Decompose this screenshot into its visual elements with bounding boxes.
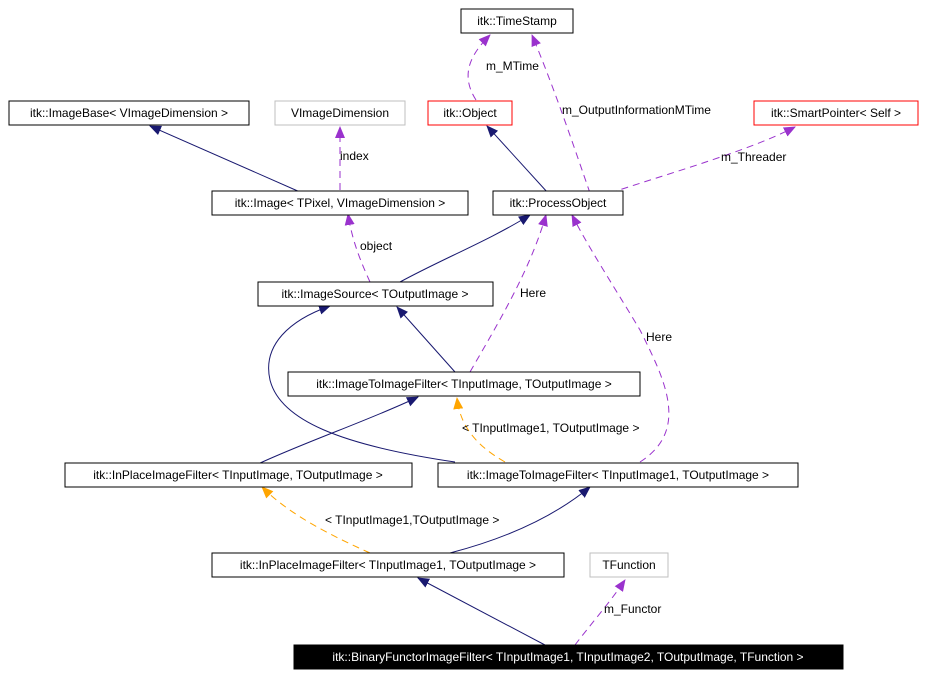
node-inplace1[interactable]: itk::InPlaceImageFilter< TInputImage1, T…: [211, 552, 565, 578]
node-label: itk::Object: [443, 106, 497, 120]
node-label: itk::TimeStamp: [477, 14, 557, 28]
edge-label-m-functor: m_Functor: [604, 602, 661, 616]
node-smartpointer[interactable]: itk::SmartPointer< Self >: [753, 100, 919, 126]
node-label: itk::ImageSource< TOutputImage >: [282, 287, 469, 301]
edge-label-template-inplace: < TInputImage1,TOutputImage >: [325, 513, 499, 527]
node-image[interactable]: itk::Image< TPixel, VImageDimension >: [211, 190, 469, 216]
node-imagetoimage1[interactable]: itk::ImageToImageFilter< TInputImage1, T…: [437, 462, 799, 488]
edge-label-here-2: Here: [646, 330, 672, 344]
edge-label-index: index: [340, 149, 369, 163]
node-vimagedimension: VImageDimension: [274, 100, 406, 126]
edge-label-m-threader: m_Threader: [721, 150, 786, 164]
edge-inplace1-inplace: [261, 486, 371, 554]
node-label: itk::BinaryFunctorImageFilter< TInputIma…: [332, 650, 803, 664]
node-object[interactable]: itk::Object: [427, 100, 513, 126]
edge-imagesource-processobject: [399, 214, 531, 283]
nodes: itk::TimeStamp itk::ImageBase< VImageDim…: [8, 8, 919, 670]
node-imagetoimage[interactable]: itk::ImageToImageFilter< TInputImage, TO…: [287, 371, 641, 397]
node-binaryfunctor[interactable]: itk::BinaryFunctorImageFilter< TInputIma…: [293, 644, 844, 670]
edges: [149, 34, 796, 646]
edge-imagetoimage-imagesource: [396, 306, 456, 373]
edge-imagetoimage-processobject: [469, 214, 548, 373]
node-label: itk::SmartPointer< Self >: [771, 106, 901, 120]
edge-labels: m_MTime m_OutputInformationMTime m_Threa…: [325, 59, 786, 616]
node-label: itk::ImageToImageFilter< TInputImage, TO…: [316, 377, 612, 391]
edge-label-here-1: Here: [520, 286, 546, 300]
node-label: itk::Image< TPixel, VImageDimension >: [235, 196, 446, 210]
node-label: itk::InPlaceImageFilter< TInputImage1, T…: [240, 558, 536, 572]
edge-label-m-outputinformationmtime: m_OutputInformationMTime: [562, 103, 711, 117]
edge-imagetoimage1-imagesource: [268, 304, 456, 463]
edge-inplace-imagetoimage: [257, 396, 419, 465]
edge-label-template-imagetoimage: < TInputImage1, TOutputImage >: [462, 421, 639, 435]
node-label: itk::ProcessObject: [510, 196, 607, 210]
edge-image-imagebase: [149, 125, 301, 193]
edge-imagetoimage1-imagetoimage: [453, 397, 506, 463]
node-label: itk::InPlaceImageFilter< TInputImage, TO…: [93, 468, 383, 482]
node-label: itk::ImageToImageFilter< TInputImage1, T…: [467, 468, 769, 482]
edge-binaryfunctor-tfunction: [574, 579, 626, 646]
node-imagebase[interactable]: itk::ImageBase< VImageDimension >: [8, 100, 250, 126]
node-processobject[interactable]: itk::ProcessObject: [492, 190, 624, 216]
edge-imagetoimage1-processobject: [571, 214, 670, 463]
edge-inplace1-imagetoimage1: [449, 486, 591, 554]
edge-processobject-smartpointer: [609, 126, 796, 194]
node-imagesource[interactable]: itk::ImageSource< TOutputImage >: [257, 281, 494, 307]
node-inplace[interactable]: itk::InPlaceImageFilter< TInputImage, TO…: [64, 462, 413, 488]
edge-label-object: object: [360, 239, 393, 253]
edge-label-m-mtime: m_MTime: [486, 59, 539, 73]
edge-processobject-timestamp: [531, 34, 591, 194]
node-label: itk::ImageBase< VImageDimension >: [30, 106, 228, 120]
edge-processobject-object: [486, 125, 549, 194]
node-timestamp[interactable]: itk::TimeStamp: [460, 8, 574, 34]
node-label: TFunction: [602, 558, 655, 572]
edge-binaryfunctor-inplace1: [417, 577, 546, 646]
node-label: VImageDimension: [291, 106, 389, 120]
node-tfunction: TFunction: [589, 552, 669, 578]
edge-object-timestamp: [467, 34, 491, 101]
edge-imagesource-image: [344, 213, 371, 283]
